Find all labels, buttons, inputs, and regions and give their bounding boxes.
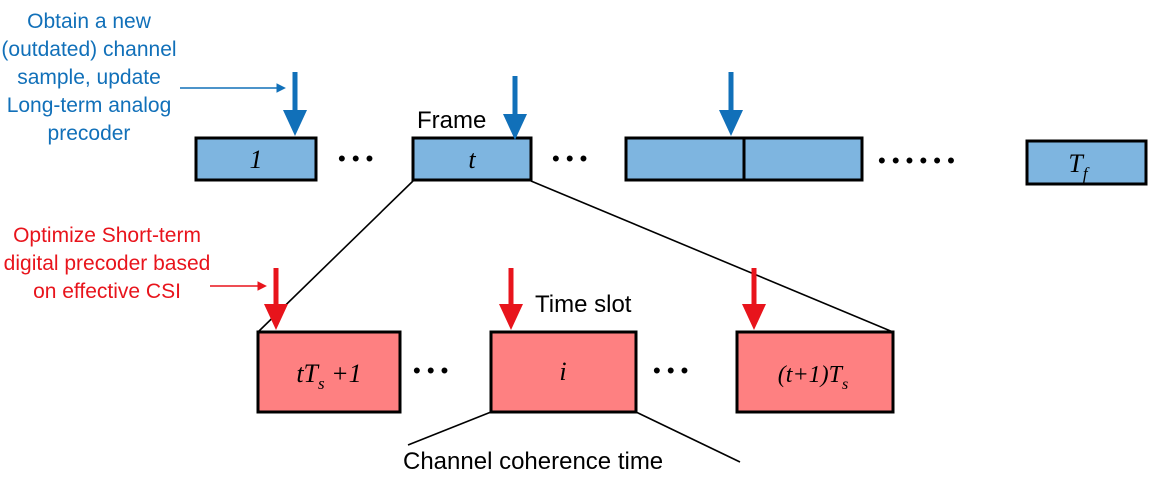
long-term-note: Obtain a new (outdated) channel sample, … [1, 10, 177, 145]
zoom-line-right [530, 180, 894, 333]
red-arrow-3 [742, 268, 766, 330]
frame-box-1-label: 1 [250, 145, 263, 174]
frame-ellipsis-1: • • • [338, 146, 373, 171]
coherence-line-right [635, 411, 741, 463]
frame-box-last: Tf [1025, 139, 1148, 186]
short-term-note: Optimize Short-term digital precoder bas… [3, 224, 211, 303]
frame-box-t: t [411, 136, 533, 182]
slot-ellipsis-2: • • • [653, 358, 688, 383]
frame-ellipsis-3: • • • • • • [878, 148, 955, 173]
slot-ellipsis-1: • • • [413, 358, 448, 383]
slot-box-last: (t+1)Ts [735, 330, 895, 414]
red-arrow-2 [499, 268, 523, 330]
slot-box-i: i [489, 330, 638, 414]
slot-box-i-label: i [559, 357, 566, 386]
slot-box-first-label: tTs +1 [296, 359, 361, 393]
blue-arrow-3 [719, 72, 743, 136]
frame-box-wide [624, 136, 864, 182]
red-arrow-1 [264, 268, 288, 330]
slot-box-last-label: (t+1)Ts [778, 362, 848, 393]
coherence-time-label: Channel coherence time [403, 448, 664, 475]
coherence-line-left [407, 411, 492, 446]
frame-ellipsis-2: • • • [552, 146, 587, 171]
blue-arrow-2 [503, 76, 527, 140]
blue-arrow-1 [283, 72, 307, 136]
slot-box-first: tTs +1 [256, 330, 402, 414]
frame-box-1: 1 [194, 136, 318, 182]
time-slot-label: Time slot [535, 291, 632, 318]
frame-box-t-label: t [468, 145, 476, 174]
frame-box-last-label: Tf [1068, 149, 1089, 183]
frame-label: Frame [417, 107, 487, 134]
